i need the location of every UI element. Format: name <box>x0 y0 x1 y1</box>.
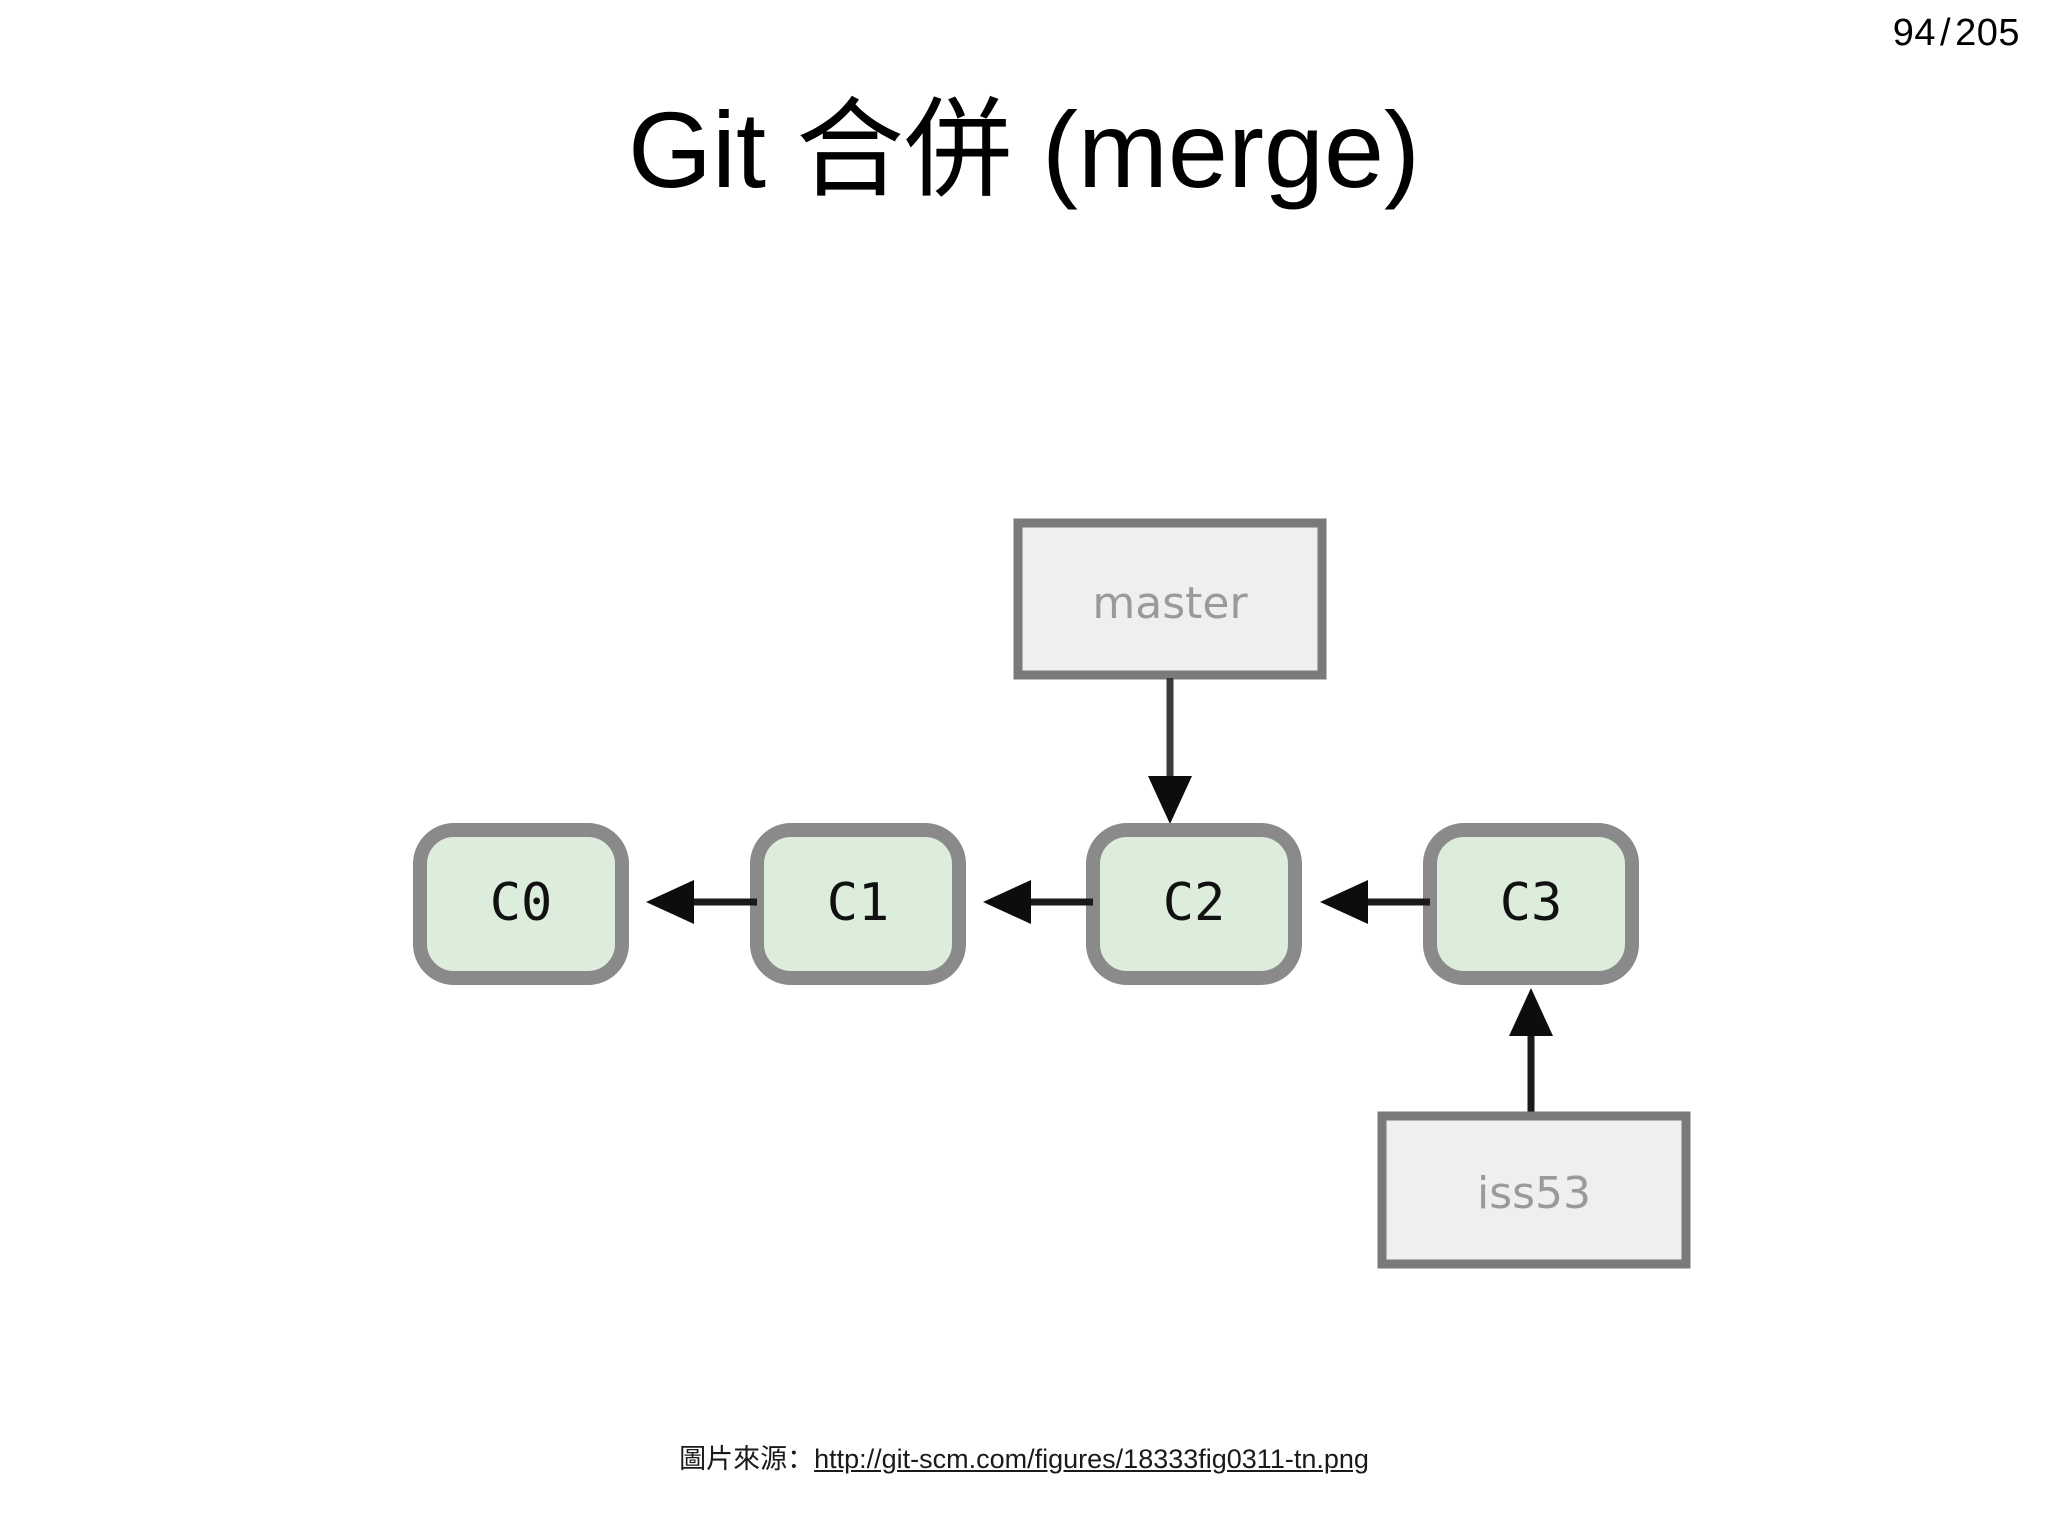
commit-label-c2: C2 <box>1163 873 1226 933</box>
branch-box-iss53 <box>1377 1111 1691 1269</box>
page-title: Git 合併 (merge) <box>627 89 1421 210</box>
page-current: 94 <box>1892 12 1937 54</box>
branch-label-iss53[interactable]: iss53 <box>1377 1111 1691 1269</box>
image-credit-label: 圖片來源： <box>679 1444 815 1474</box>
commit-node-c2[interactable]: C2 <box>1086 823 1302 985</box>
arrow-c3-to-c2 <box>1320 880 1430 924</box>
branch-box-master <box>1013 518 1327 680</box>
page-total: 205 <box>1955 12 2020 54</box>
branch-label-master[interactable]: master <box>1013 518 1327 680</box>
commit-label-c1: C1 <box>827 873 890 933</box>
image-credit-url[interactable]: http://git-scm.com/figures/18333fig0311-… <box>814 1444 1369 1474</box>
page-separator: / <box>1940 12 1952 54</box>
commit-label-c0: C0 <box>490 873 553 933</box>
commit-node-c1[interactable]: C1 <box>750 823 966 985</box>
branch-label-iss53-text: iss53 <box>1477 1168 1591 1219</box>
image-credit: 圖片來源：http://git-scm.com/figures/18333fig… <box>0 1443 2048 1475</box>
commit-box-c0 <box>413 823 629 985</box>
arrow-c2-to-c1 <box>983 880 1093 924</box>
arrow-c1-to-c0 <box>646 880 757 924</box>
commit-label-c3: C3 <box>1500 873 1563 933</box>
page-counter: 94/205 <box>1893 14 2020 52</box>
arrow-iss53-to-c3 <box>1509 988 1553 1112</box>
arrow-master-to-c2 <box>1148 678 1192 824</box>
commit-node-c3[interactable]: C3 <box>1423 823 1639 985</box>
branch-label-master-text: master <box>1092 578 1248 629</box>
commit-node-c0[interactable]: C0 <box>413 823 629 985</box>
